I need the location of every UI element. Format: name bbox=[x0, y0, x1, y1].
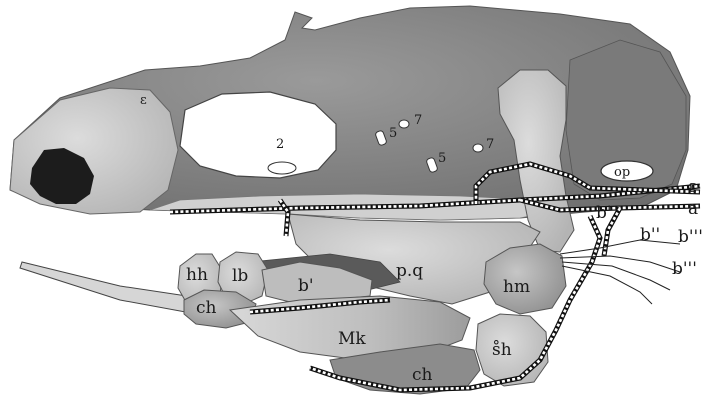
label-ch-upper: ch bbox=[196, 298, 217, 318]
label-7-lower: 7 bbox=[486, 137, 494, 152]
fine-nerve-branches bbox=[560, 240, 680, 304]
label-ch-lower: ch bbox=[412, 365, 433, 385]
foramen-7-lower bbox=[473, 144, 483, 152]
label-b1-jaw: b' bbox=[298, 276, 314, 296]
nasal-capsule bbox=[10, 88, 178, 214]
label-b1-right: b' bbox=[596, 203, 612, 223]
label-hm: hm bbox=[503, 277, 530, 297]
label-op: op bbox=[614, 165, 630, 180]
label-b3: b''' bbox=[678, 227, 703, 247]
orbit bbox=[180, 92, 336, 178]
label-epsilon-mark: ɛ bbox=[140, 93, 147, 108]
foramen-7-upper bbox=[399, 120, 409, 128]
label-a: a bbox=[688, 199, 698, 219]
stylohyal bbox=[476, 314, 548, 386]
label-mk: Mk bbox=[338, 329, 366, 349]
label-b2: b'' bbox=[640, 225, 660, 245]
label-5-lower: 5 bbox=[438, 151, 446, 166]
label-pq: p.q bbox=[396, 261, 423, 281]
label-epsilon: ɛ bbox=[688, 177, 697, 197]
foramen-2 bbox=[268, 162, 296, 174]
label-hh: hh bbox=[186, 265, 208, 285]
label-b4: b''' bbox=[672, 259, 697, 279]
label-lb: lb bbox=[232, 266, 248, 286]
label-sh: s̊h bbox=[492, 340, 512, 360]
label-7-upper: 7 bbox=[414, 113, 422, 128]
label-5: 5 bbox=[389, 126, 397, 141]
label-2: 2 bbox=[276, 137, 284, 152]
